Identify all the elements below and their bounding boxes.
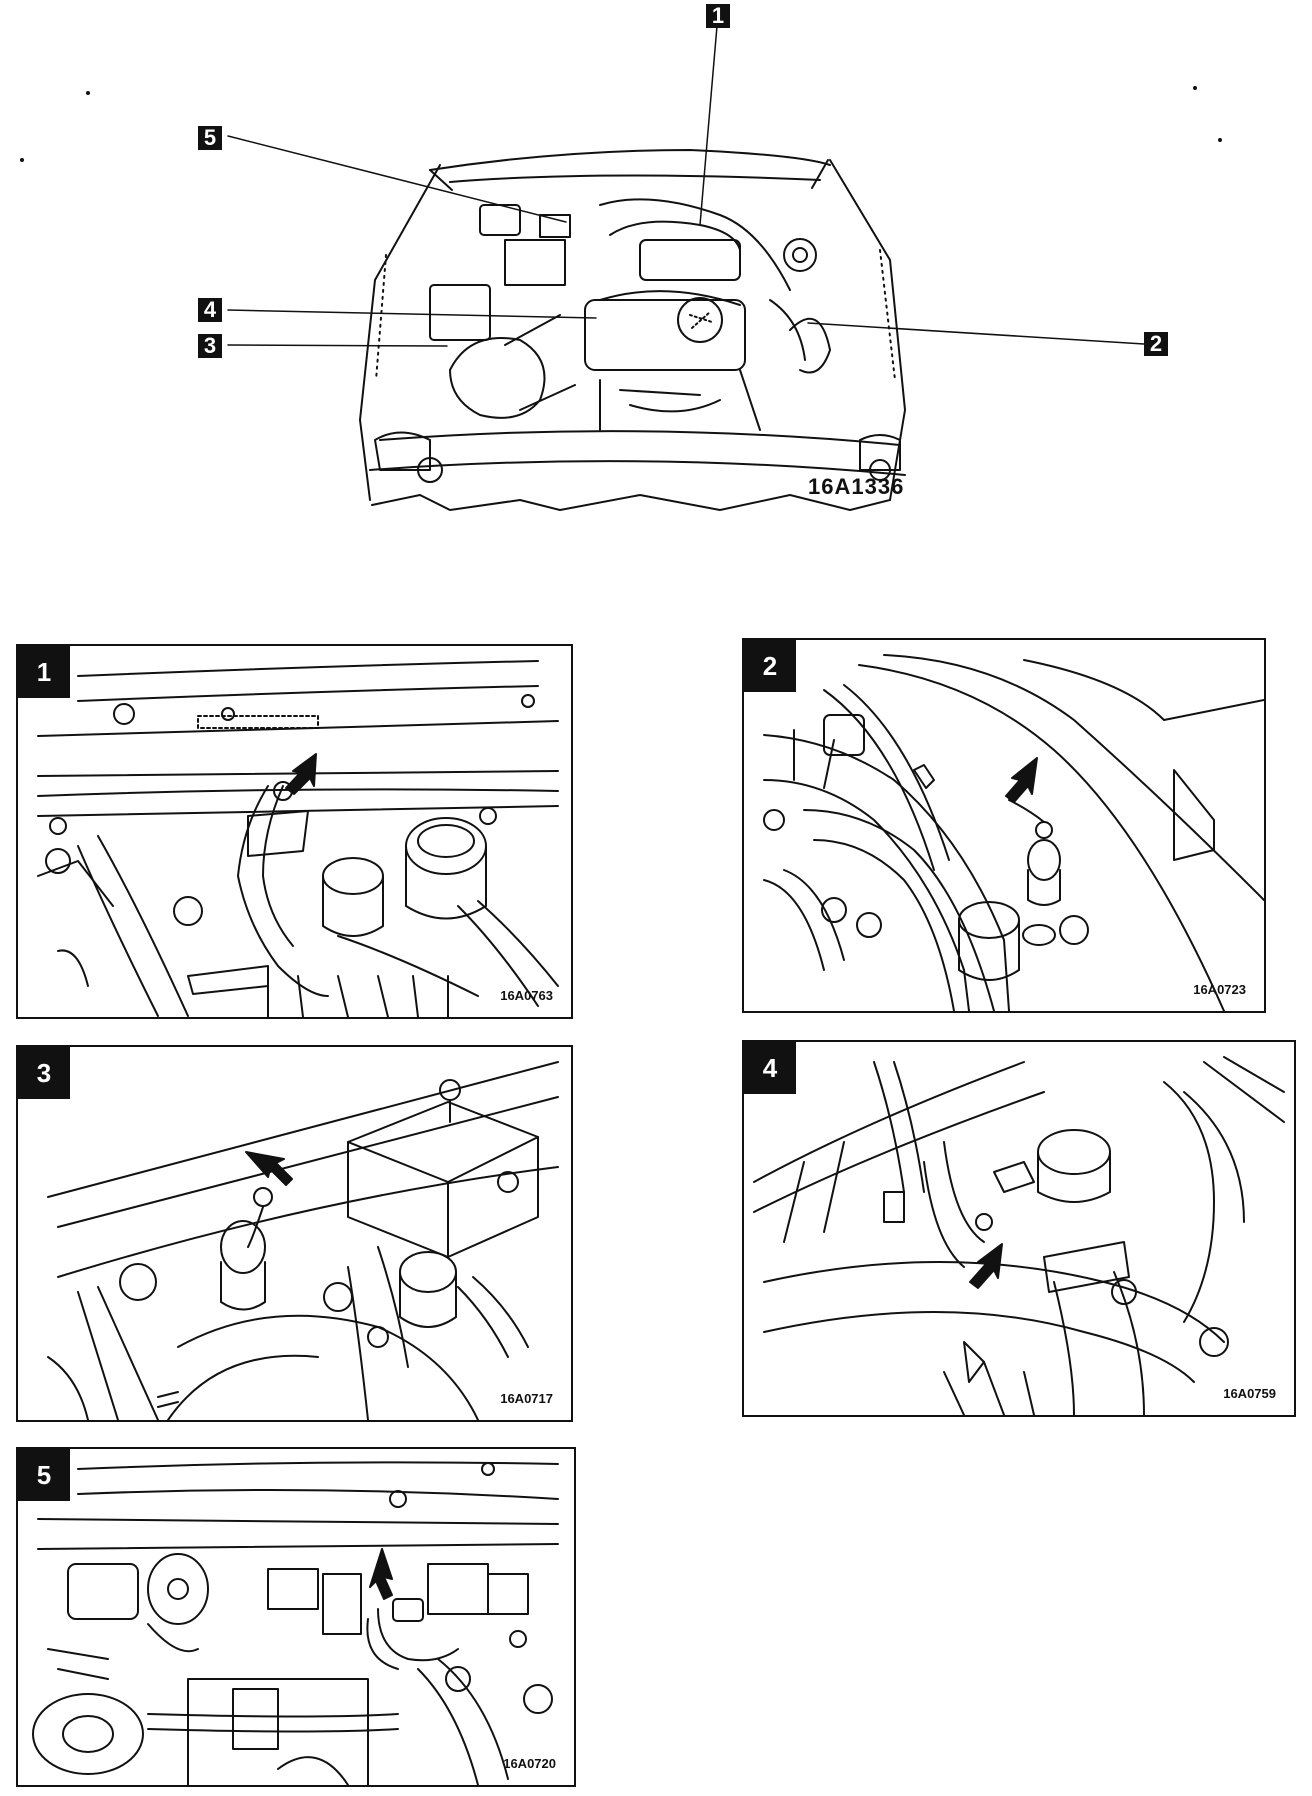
detail-panel-3: 3 16A0717	[16, 1045, 573, 1422]
detail-panel-5: 5 16A0720	[16, 1447, 576, 1787]
engine-compartment-overview: 1 5 4 3 2 16A1336	[0, 0, 1312, 560]
ground-point-arrow-icon	[369, 1548, 393, 1600]
overview-figure-code: 16A1336	[808, 474, 905, 499]
callout-1: 1	[706, 4, 730, 28]
panel-number: 1	[18, 646, 70, 698]
panel-number: 2	[744, 640, 796, 692]
ground-point-arrow-icon	[285, 753, 317, 795]
panel-figure-code: 16A0720	[503, 1756, 556, 1771]
panel-figure-code: 16A0759	[1223, 1386, 1276, 1401]
detail-panel-1: 1 16A0763	[16, 644, 573, 1019]
ground-point-arrow-icon	[1005, 757, 1038, 803]
engine-bay-drawing	[20, 25, 1222, 511]
detail-panel-2: 2 16A0723	[742, 638, 1266, 1013]
detail-panel-4: 4 16A0759	[742, 1040, 1296, 1417]
panel-number: 5	[18, 1449, 70, 1501]
panel-5-drawing	[32, 1461, 559, 1785]
callout-4: 4	[198, 298, 222, 322]
ground-point-arrow-icon	[245, 1151, 293, 1186]
callout-2: 2	[1144, 332, 1168, 356]
panel-number: 3	[18, 1047, 70, 1099]
panel-4-drawing	[753, 1056, 1285, 1415]
callout-3: 3	[198, 334, 222, 358]
panel-1-drawing	[37, 660, 559, 1017]
panel-number: 4	[744, 1042, 796, 1094]
ground-point-arrow-icon	[969, 1243, 1003, 1289]
panel-figure-code: 16A0763	[500, 988, 553, 1003]
panel-figure-code: 16A0717	[500, 1391, 553, 1406]
panel-3-drawing	[47, 1061, 559, 1420]
callout-5: 5	[198, 126, 222, 150]
panel-figure-code: 16A0723	[1193, 982, 1246, 997]
panel-2-drawing	[763, 654, 1264, 1011]
